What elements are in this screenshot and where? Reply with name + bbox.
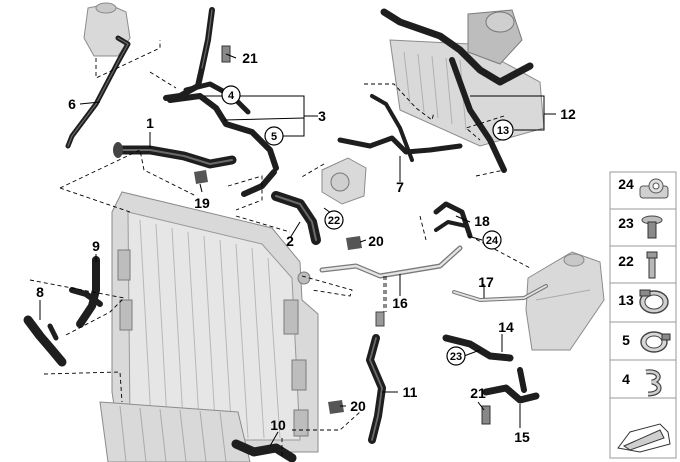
hose-1 [113,142,237,169]
callout-3: 3 [318,108,326,124]
auxiliary-cooler [99,401,251,462]
spring-clamp-icon [640,331,671,353]
callout-15: 15 [514,429,530,445]
callout-5: 5 [271,131,277,143]
callout-21-lower: 21 [470,385,486,401]
pipe-16 [319,245,463,279]
callout-9: 9 [92,238,100,254]
callout-labels: 6 1 21 4 3 5 19 22 2 20 7 12 13 18 24 17… [36,50,576,445]
pipe-clip-icon [639,178,669,199]
screw-icon [646,251,658,279]
callout-20-lower: 20 [350,398,366,414]
hose-2 [271,191,321,245]
callout-17: 17 [478,274,494,290]
hose-6 [65,35,131,149]
hose-7 [337,94,463,162]
callout-22: 22 [328,215,340,227]
callout-4: 4 [228,90,235,102]
legend-item-4: 4 [622,369,662,397]
hose-15 [482,367,540,404]
callout-13: 13 [497,125,509,137]
callout-21-upper: 21 [242,50,258,66]
callout-1: 1 [146,115,154,131]
svg-text:4: 4 [622,371,630,387]
coolant-tank [525,251,605,351]
rubber-mount-20-lower [328,400,344,414]
svg-text:5: 5 [622,332,630,348]
coolant-pump [321,157,367,205]
legend-item-13: 13 [618,289,669,314]
rubber-mount-19 [194,170,208,184]
callout-18: 18 [474,213,490,229]
hose-3 [167,81,279,171]
legend-item-5: 5 [622,331,671,353]
sensor-21-lower [481,405,491,425]
callout-10: 10 [270,417,286,433]
callout-23: 23 [450,351,462,363]
parts-legend: 24 23 22 13 [609,171,677,459]
hose-11 [366,311,386,444]
charge-air-cooler [389,9,545,147]
hose-12 [380,8,534,173]
pipe-17 [452,284,548,302]
callout-11: 11 [403,384,418,400]
view-direction-arrow-icon [617,423,671,453]
expansion-tank [83,2,131,57]
callout-19: 19 [194,195,210,211]
expanding-rivet-icon [641,215,663,239]
hose-clamp-icon [639,289,669,314]
hose-10 [231,439,297,462]
callout-24: 24 [486,235,499,247]
legend-item-23: 23 [618,215,663,239]
hose-8 [23,315,67,367]
svg-text:13: 13 [618,292,634,308]
callout-20-upper: 20 [368,233,384,249]
clip-icon [645,369,662,397]
callout-7: 7 [396,179,404,195]
group-lines [29,40,531,458]
svg-text:22: 22 [618,253,634,269]
callout-2: 2 [286,233,294,249]
rubber-mount-20-upper [346,236,362,250]
callout-8: 8 [36,284,44,300]
hose-5-branch [241,169,277,197]
svg-text:24: 24 [618,176,634,192]
hose-18 [433,201,473,239]
legend-item-24: 24 [618,176,669,199]
callout-6: 6 [68,96,76,112]
hose-9 [69,256,103,328]
legend-item-22: 22 [618,251,658,279]
callout-12: 12 [560,106,576,122]
callout-14: 14 [498,319,514,335]
callout-16: 16 [392,295,408,311]
svg-text:23: 23 [618,215,634,231]
